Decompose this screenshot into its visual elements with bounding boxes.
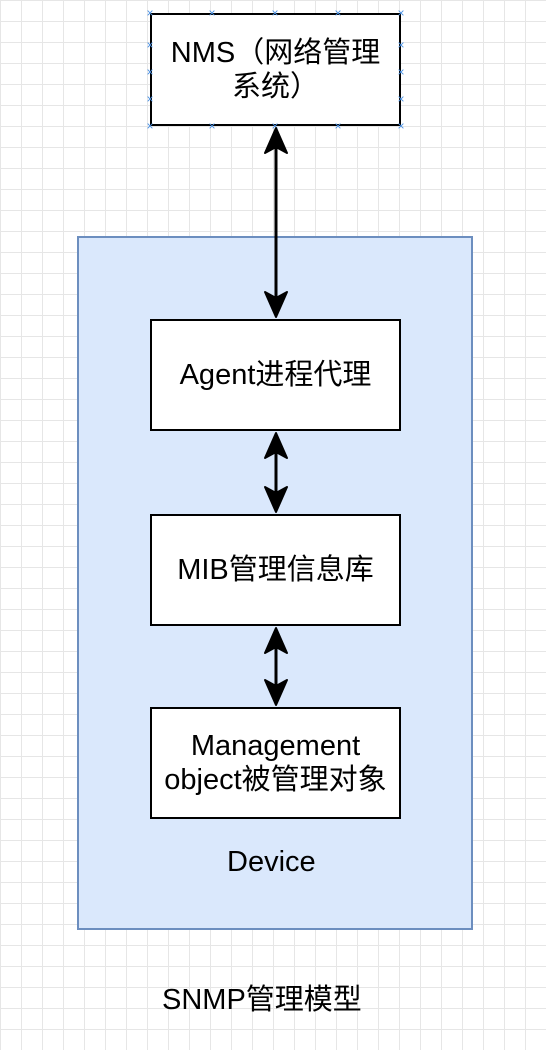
selection-handle-icon[interactable]: ×	[208, 6, 216, 20]
selection-handle-icon[interactable]: ×	[334, 6, 342, 20]
selection-handle-icon[interactable]: ×	[334, 119, 342, 133]
nms-node-label: NMS（网络管理系统）	[170, 36, 381, 103]
agent-node[interactable]: Agent进程代理	[150, 319, 401, 431]
managed-object-node[interactable]: Management object被管理对象	[150, 707, 401, 819]
mib-node-label: MIB管理信息库	[177, 554, 374, 586]
selection-handle-icon[interactable]: ×	[397, 6, 405, 20]
selection-handle-icon[interactable]: ×	[146, 119, 154, 133]
managed-object-node-label: Management object被管理对象	[164, 730, 387, 796]
selection-handle-icon[interactable]: ×	[397, 92, 405, 106]
selection-handle-icon[interactable]: ×	[146, 6, 154, 20]
selection-handle-icon[interactable]: ×	[397, 119, 405, 133]
arrow-mib-managed-object[interactable]	[264, 627, 288, 706]
selection-handle-icon[interactable]: ×	[271, 119, 279, 133]
agent-node-label: Agent进程代理	[179, 359, 372, 391]
selection-handle-icon[interactable]: ×	[208, 119, 216, 133]
selection-handle-icon[interactable]: ×	[397, 65, 405, 79]
diagram-caption: SNMP管理模型	[162, 984, 362, 1016]
selection-handle-icon[interactable]: ×	[146, 38, 154, 52]
arrow-agent-mib[interactable]	[264, 432, 288, 513]
arrow-nms-agent[interactable]	[264, 127, 288, 318]
nms-node[interactable]: NMS（网络管理系统）	[150, 13, 401, 126]
selection-handle-icon[interactable]: ×	[271, 6, 279, 20]
selection-handle-icon[interactable]: ×	[146, 92, 154, 106]
mib-node[interactable]: MIB管理信息库	[150, 514, 401, 626]
selection-handle-icon[interactable]: ×	[146, 65, 154, 79]
selection-handle-icon[interactable]: ×	[397, 38, 405, 52]
device-label: Device	[227, 846, 316, 878]
